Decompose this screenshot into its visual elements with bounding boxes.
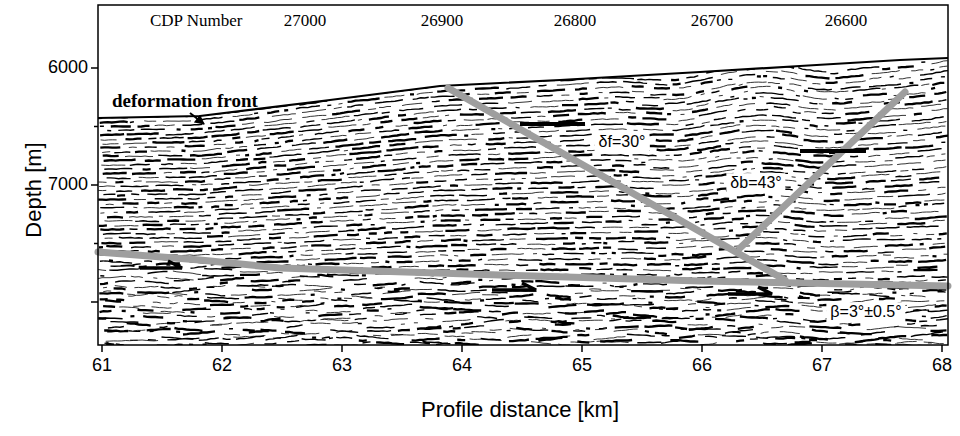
x-tick-label: 66 bbox=[692, 356, 712, 376]
x-tick-label: 64 bbox=[452, 356, 472, 376]
shear-sense-arrow bbox=[140, 261, 182, 268]
cdp-tick-label: 27000 bbox=[284, 12, 327, 31]
shear-sense-arrow bbox=[492, 283, 536, 290]
x-tick-label: 63 bbox=[332, 356, 352, 376]
x-tick-label: 62 bbox=[212, 356, 232, 376]
forethrust-line bbox=[448, 88, 785, 280]
reflector-wiggles bbox=[98, 62, 948, 420]
cdp-tick-label: 26800 bbox=[554, 12, 597, 31]
x-tick-label: 65 bbox=[572, 356, 592, 376]
x-tick-label: 68 bbox=[932, 356, 952, 376]
x-tick bbox=[941, 345, 943, 352]
shear-sense-arrow bbox=[728, 287, 772, 294]
y-tick bbox=[91, 184, 98, 186]
x-tick-label: 67 bbox=[812, 356, 832, 376]
y-tick bbox=[94, 126, 98, 128]
cdp-tick-label: 26700 bbox=[691, 12, 734, 31]
cdp-tick-label: 26600 bbox=[825, 12, 868, 31]
x-tick bbox=[461, 345, 463, 352]
x-tick bbox=[821, 345, 823, 352]
backthrust-line bbox=[740, 92, 905, 248]
axis-title: CDP Number bbox=[150, 12, 242, 31]
marker-bar bbox=[800, 149, 866, 153]
reflector-wiggles bbox=[98, 61, 948, 418]
marker-bar bbox=[520, 122, 585, 126]
angle-label: δb=43° bbox=[726, 173, 785, 193]
callout-label: deformation front bbox=[112, 91, 258, 112]
seafloor-line bbox=[98, 58, 948, 118]
y-tick bbox=[91, 67, 98, 69]
x-tick bbox=[581, 345, 583, 352]
y-tick-label: 7000 bbox=[48, 175, 88, 195]
angle-label: β=3°±0.5° bbox=[826, 302, 905, 322]
x-tick-label: 61 bbox=[92, 356, 112, 376]
cdp-tick-label: 26900 bbox=[421, 12, 464, 31]
axis-ticks bbox=[91, 68, 942, 352]
leader-arrow bbox=[190, 113, 204, 124]
reflector-wiggles bbox=[98, 65, 948, 421]
x-tick bbox=[701, 345, 703, 352]
axis-title: Depth [m] bbox=[22, 142, 46, 237]
x-tick bbox=[221, 345, 223, 352]
angle-label: δf=30° bbox=[595, 132, 650, 152]
x-tick bbox=[341, 345, 343, 352]
y-tick bbox=[91, 301, 98, 303]
x-tick bbox=[101, 345, 103, 352]
decollement-line bbox=[98, 252, 948, 286]
y-tick-label: 6000 bbox=[48, 58, 88, 78]
plot-frame bbox=[98, 5, 948, 345]
reflectors bbox=[98, 61, 948, 420]
y-tick bbox=[94, 243, 98, 245]
axis-title: Profile distance [km] bbox=[421, 398, 619, 422]
